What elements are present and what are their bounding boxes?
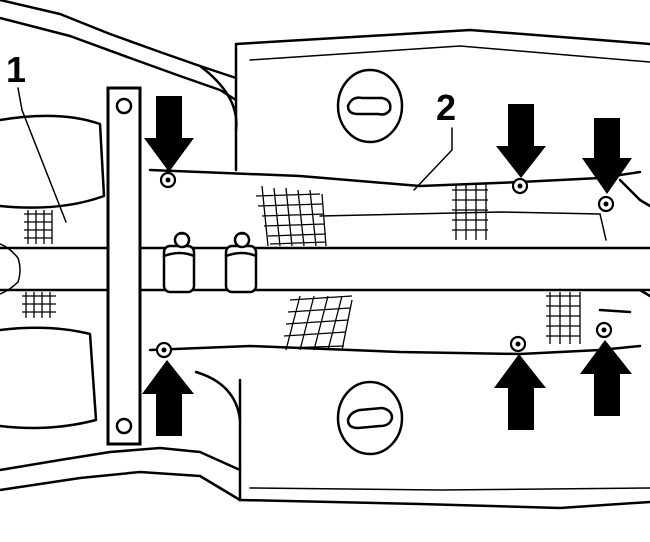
floor-panel-outlines xyxy=(0,0,650,510)
callout-2: 2 xyxy=(413,87,456,191)
arrow-top-far-right xyxy=(582,118,632,194)
nut-top-left xyxy=(159,171,177,189)
nut-bottom-mid xyxy=(509,335,527,353)
nut-bottom-right xyxy=(595,321,613,339)
callout-1-label: 1 xyxy=(6,49,26,90)
pipe-clamp-2 xyxy=(224,231,258,294)
nut-top-mid xyxy=(511,177,529,195)
nut-top-right xyxy=(597,195,615,213)
callout-2-label: 2 xyxy=(436,87,456,128)
floor-slot-top xyxy=(336,68,404,144)
callout-1: 1 xyxy=(6,49,67,223)
arrow-top-mid-right xyxy=(496,104,546,178)
arrow-bottom-left-bracket xyxy=(142,360,194,436)
nut-bottom-left xyxy=(155,341,173,359)
arrow-bottom-mid-right xyxy=(494,354,546,430)
pipe-clamp-1 xyxy=(162,231,196,294)
floor-slot-bottom xyxy=(336,380,404,456)
arrow-top-left-bracket xyxy=(144,96,194,172)
mounting-bracket xyxy=(106,86,142,446)
heat-shield-mesh xyxy=(22,184,581,351)
arrow-bottom-far-right xyxy=(580,340,632,416)
exhaust-pipe xyxy=(0,243,650,295)
